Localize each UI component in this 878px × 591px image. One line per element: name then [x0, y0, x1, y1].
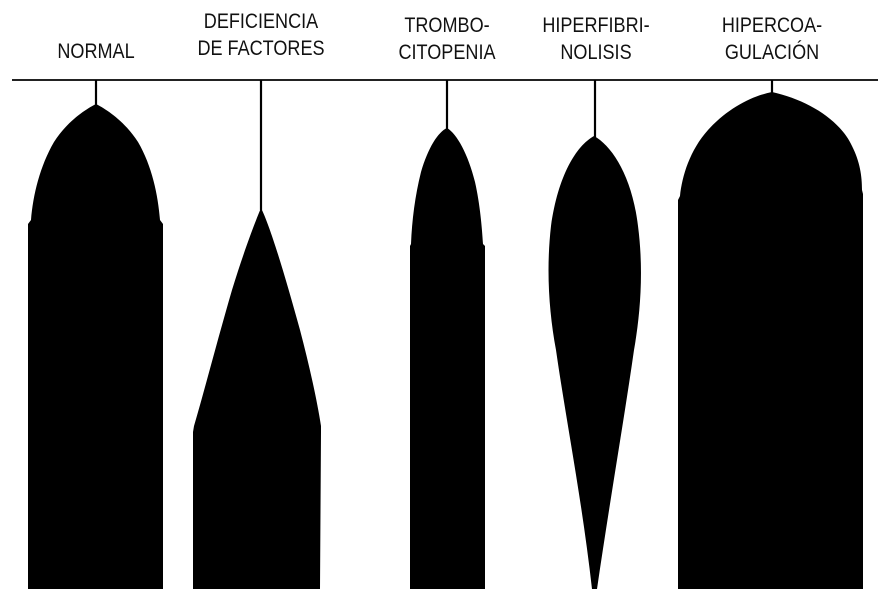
shape-deficiencia-de-factores — [193, 80, 321, 589]
tracing-normal — [28, 104, 163, 589]
tracing-hipercoagulacion — [678, 92, 863, 589]
tracing-deficiencia — [193, 208, 321, 589]
shape-hipercoagulacion — [678, 80, 863, 589]
tracing-hiperfibrinolisis — [549, 136, 641, 589]
shape-trombocitopenia — [410, 80, 485, 589]
tracing-trombocitopenia — [410, 128, 485, 589]
shape-hiperfibrinolisis — [549, 80, 641, 589]
shape-normal — [28, 80, 163, 589]
